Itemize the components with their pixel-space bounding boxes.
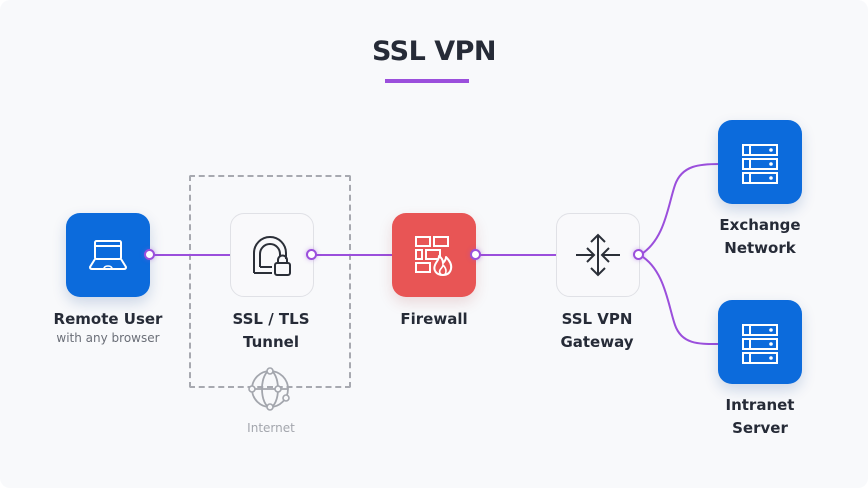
- gateway-arrows-icon: [576, 233, 620, 277]
- gateway-label-line1: SSL VPN: [561, 310, 633, 328]
- firewall-node[interactable]: [392, 213, 476, 297]
- connector-dot-remote-user: [144, 249, 155, 260]
- diagram-title: SSL VPN: [371, 36, 497, 67]
- remote-user-node[interactable]: [66, 213, 150, 297]
- ssl-vpn-gateway-node[interactable]: [556, 213, 640, 297]
- connector-dot-firewall: [470, 249, 481, 260]
- link-gateway-intranet: [639, 254, 721, 346]
- remote-user-sublabel: with any browser: [56, 331, 160, 345]
- internet-label: Internet: [247, 421, 295, 435]
- intranet-label-line2: Server: [732, 419, 788, 437]
- firewall-icon: [415, 236, 453, 276]
- link-gateway-exchange: [639, 163, 721, 256]
- exchange-label-line2: Network: [724, 239, 796, 257]
- tunnel-label-line1: SSL / TLS: [232, 310, 310, 328]
- server-icon: [742, 144, 778, 184]
- connector-dot-tunnel: [306, 249, 317, 260]
- firewall-label: Firewall: [400, 310, 468, 328]
- remote-user-label: Remote User: [53, 310, 163, 328]
- intranet-label-line1: Intranet: [725, 396, 795, 414]
- exchange-label-line1: Exchange: [719, 216, 801, 234]
- server-icon: [742, 324, 778, 364]
- globe-network-icon: [248, 367, 290, 411]
- intranet-server-node[interactable]: [718, 300, 802, 384]
- tunnel-lock-icon: [253, 236, 291, 276]
- laptop-icon: [89, 240, 127, 270]
- title-underline: [385, 79, 469, 83]
- tunnel-label-line2: Tunnel: [243, 333, 299, 351]
- exchange-network-node[interactable]: [718, 120, 802, 204]
- gateway-label-line2: Gateway: [560, 333, 634, 351]
- internet-zone-boundary: [189, 175, 351, 388]
- connector-dot-gateway: [633, 249, 644, 260]
- ssl-tls-tunnel-node[interactable]: [230, 213, 314, 297]
